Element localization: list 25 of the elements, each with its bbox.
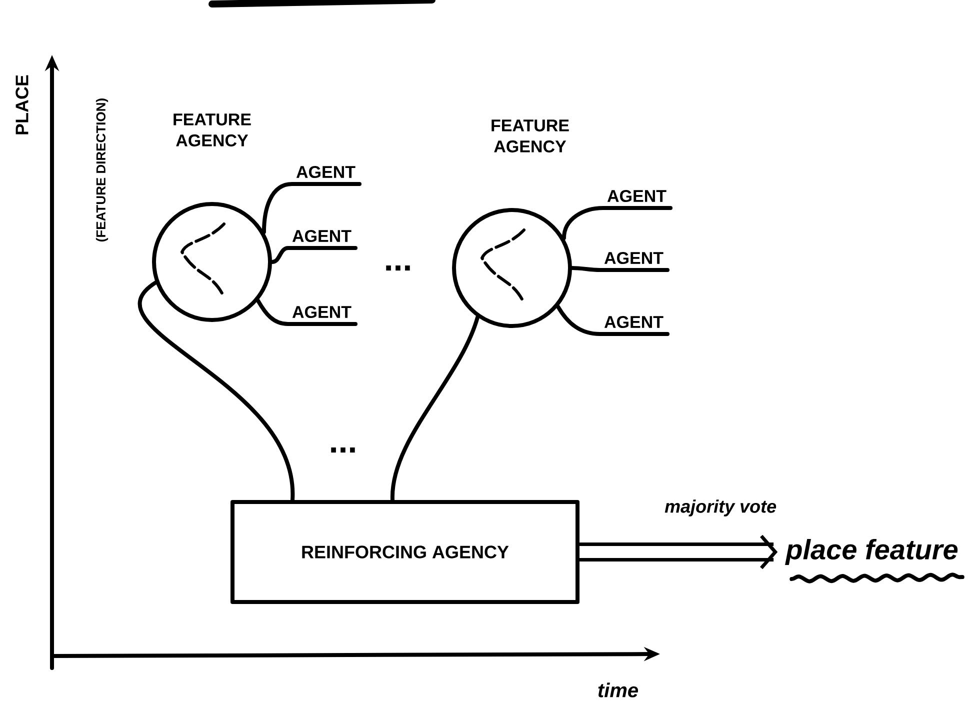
- connector-line: [556, 304, 670, 336]
- axis-label: PLACE: [16, 75, 28, 134]
- axis-label: (FEATURE DIRECTION): [96, 98, 108, 242]
- axis-label: time: [598, 682, 638, 698]
- connector-line: [270, 246, 358, 264]
- connector-line: [138, 280, 294, 502]
- agent-label: AGENT: [292, 230, 352, 242]
- connector-line: [262, 182, 362, 234]
- edge-label: majority vote: [664, 500, 776, 516]
- connector-line: [570, 266, 670, 272]
- double-arrow: [580, 534, 778, 570]
- agency-box: REINFORCING AGENCY: [230, 500, 580, 604]
- node-label: FEATURE AGENCY: [174, 114, 251, 146]
- agent-label: AGENT: [604, 252, 664, 264]
- result-label: place feature: [785, 538, 958, 566]
- agent-label: AGENT: [607, 190, 666, 202]
- connector-line: [390, 315, 480, 502]
- connector-line: [256, 298, 358, 326]
- agent-label: AGENT: [292, 306, 352, 318]
- ellipsis: ...: [331, 447, 355, 453]
- agent-label: AGENT: [296, 166, 356, 178]
- agent-label: AGENT: [604, 316, 664, 328]
- connector-line: [562, 206, 672, 240]
- ellipsis: ...: [386, 265, 410, 271]
- node-label: FEATURE AGENCY: [492, 120, 569, 152]
